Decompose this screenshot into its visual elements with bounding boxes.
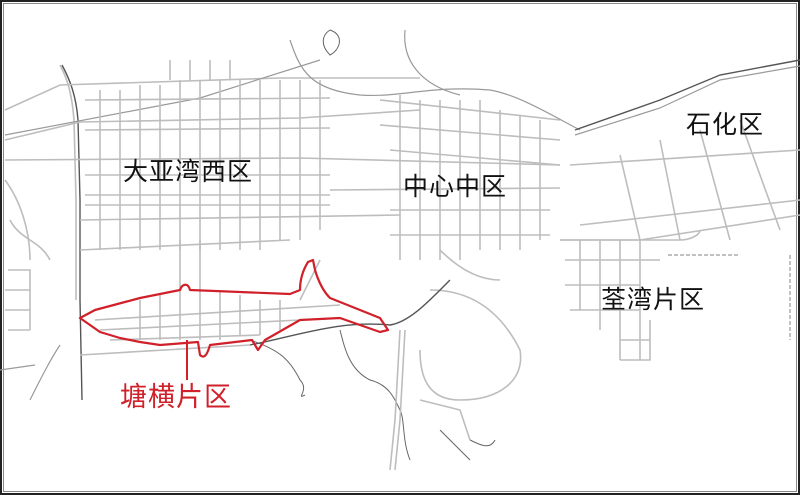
west-district-grid bbox=[84, 60, 331, 250]
map-inner-border bbox=[3, 3, 797, 492]
central-district-roads bbox=[329, 95, 561, 260]
tangheng-boundary bbox=[78, 258, 390, 358]
label-quanwan: 荃湾片区 bbox=[601, 285, 706, 314]
west-expressway bbox=[61, 64, 83, 401]
label-petrochemical: 石化区 bbox=[686, 110, 765, 139]
petrochemical-grid bbox=[560, 119, 800, 241]
north-highway bbox=[574, 59, 800, 131]
label-tangheng: 塘横片区 bbox=[120, 382, 232, 413]
label-central-center: 中心中区 bbox=[403, 172, 508, 201]
coastline-south bbox=[339, 329, 411, 461]
south-peninsula-roads bbox=[389, 249, 522, 471]
label-daya-bay-west: 大亚湾西区 bbox=[123, 157, 254, 186]
quanwan-grid bbox=[560, 239, 660, 361]
tangheng-grid bbox=[79, 240, 341, 356]
